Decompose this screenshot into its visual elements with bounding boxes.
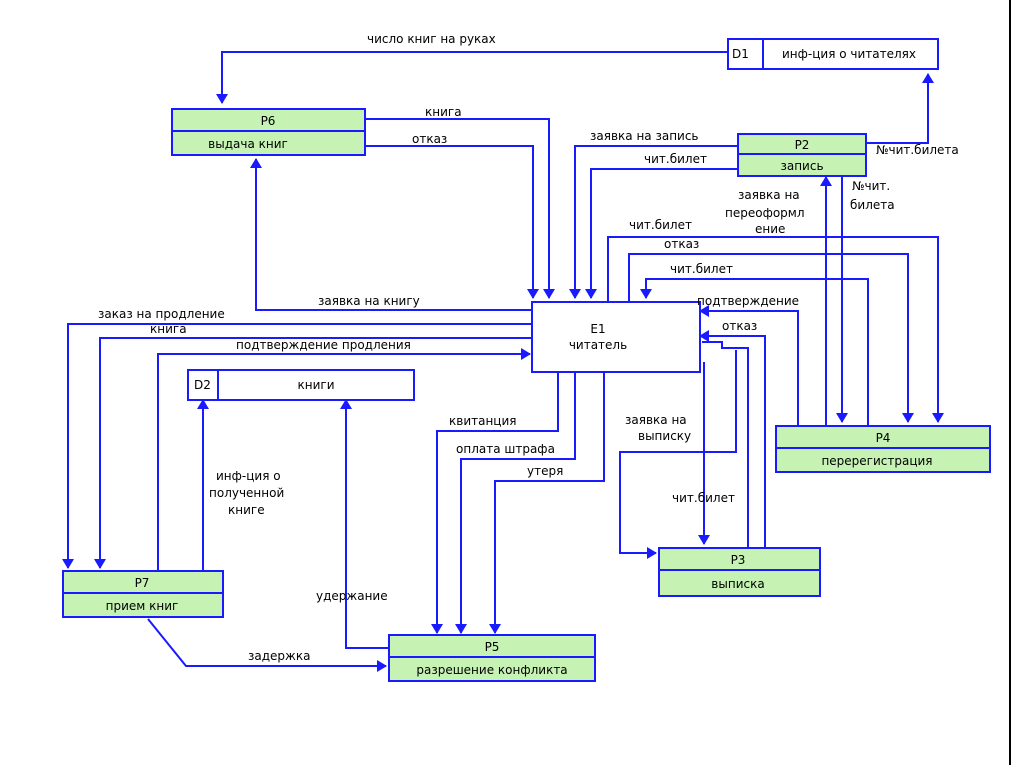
label-nchit-bileta-p4-2: билета (850, 198, 895, 212)
process-p4-name: перерегистрация (821, 454, 932, 468)
label-chit-bilet-p4a: чит.билет (629, 218, 692, 232)
flow-podtverzhdenie (699, 305, 799, 425)
label-otkaz-p4: отказ (664, 237, 699, 251)
label-chit-bilet-p3: чит.билет (672, 491, 735, 505)
flow-zayavka-na-zapis (569, 145, 738, 299)
label-zayavka-na-zapis: заявка на запись (590, 129, 699, 143)
label-zayavka-na-vypisku-1: заявка на (625, 413, 687, 427)
label-uterya: утеря (527, 464, 563, 478)
process-p3[interactable]: P3 выписка (658, 547, 821, 597)
right-border (1009, 0, 1011, 765)
store-d1[interactable]: D1 инф-ция о читателях (727, 38, 939, 70)
label-nchit-bileta-d1: №чит.билета (876, 143, 959, 157)
store-d2-name: книги (298, 378, 335, 392)
entity-e1-name: читатель (569, 338, 627, 352)
label-infciya-2: полученной (209, 486, 284, 500)
flow-podtverzhdenie-prodleniya (157, 348, 531, 570)
flow-zayavka-na-knigu (250, 158, 532, 311)
flow-zayavka-na-vypisku (619, 350, 737, 559)
process-p4-id: P4 (876, 431, 891, 445)
store-d2-box (187, 369, 415, 401)
label-infciya-1: инф-ция о (216, 469, 281, 483)
label-podtverzhdenie-prodleniya: подтверждение продления (236, 338, 411, 352)
label-kniga-p7: книга (150, 322, 187, 336)
label-zaderzhka: задержка (248, 649, 310, 663)
flow-zaderzhka (147, 618, 387, 672)
flow-p3-return (702, 341, 749, 548)
process-p7[interactable]: P7 прием книг (62, 570, 224, 618)
flow-otkaz-p6 (366, 145, 539, 299)
label-zakaz-na-prodlenie: заказ на продление (98, 307, 225, 321)
label-zayavka-pereoform-2: переоформл (725, 206, 805, 220)
flow-kvitanciya (431, 372, 559, 634)
flow-kniga-p6 (366, 118, 555, 299)
label-otkaz-p3: отказ (722, 319, 757, 333)
label-chit-bilet-p4b: чит.билет (670, 262, 733, 276)
label-chislo-knig: число книг на руках (367, 32, 496, 46)
process-p6[interactable]: P6 выдача книг (171, 108, 366, 156)
label-nchit-bileta-p4-1: №чит. (852, 179, 890, 193)
process-p3-body (658, 569, 821, 597)
label-uderzhanie: удержание (316, 589, 388, 603)
store-d1-id: D1 (732, 47, 749, 61)
process-p4-body (775, 447, 991, 473)
process-p3-name: выписка (711, 577, 764, 591)
process-p7-name: прием книг (106, 599, 179, 613)
process-p6-name: выдача книг (208, 137, 288, 151)
process-p7-body (62, 592, 224, 618)
entity-e1-id: E1 (590, 322, 605, 336)
flow-otkaz-p4 (628, 253, 914, 423)
process-p2-name: запись (780, 159, 823, 173)
flow-oplata-shtrafa (455, 372, 576, 634)
process-p4[interactable]: P4 перерегистрация (775, 425, 991, 473)
process-p6-id: P6 (261, 114, 276, 128)
label-zayavka-na-vypisku-2: выписку (638, 429, 691, 443)
process-p2-id: P2 (795, 138, 810, 152)
label-podtverzhdenie: подтверждение (697, 294, 799, 308)
flow-chit-bilet-p4b (640, 278, 869, 425)
label-chit-bilet-p2: чит.билет (644, 152, 707, 166)
entity-e1[interactable]: E1 читатель (531, 301, 701, 373)
process-p2[interactable]: P2 запись (737, 133, 867, 177)
process-p7-id: P7 (135, 576, 150, 590)
process-p3-id: P3 (731, 553, 746, 567)
flow-chit-bilet-p2 (585, 168, 738, 299)
process-p2-body (737, 153, 867, 177)
label-kniga-p6: книга (425, 105, 462, 119)
process-p5-body (388, 656, 596, 682)
flow-chislo-knig (216, 51, 728, 104)
process-p5[interactable]: P5 разрешение конфликта (388, 634, 596, 682)
flow-chit-bilet-p4a (607, 236, 944, 423)
flow-zakaz-na-prodlenie (62, 323, 532, 569)
store-d2-id: D2 (194, 378, 211, 392)
process-p5-name: разрешение конфликта (416, 663, 567, 677)
label-otkaz-p6: отказ (412, 132, 447, 146)
label-zayavka-pereoform-1: заявка на (738, 188, 800, 202)
process-p6-body (171, 130, 366, 156)
label-oplata-shtrafa: оплата штрафа (456, 442, 555, 456)
entity-e1-box (531, 301, 701, 373)
flow-uterya (489, 372, 605, 634)
label-infciya-3: книге (228, 503, 265, 517)
flow-kniga-p7 (94, 337, 532, 569)
store-d2[interactable]: D2 книги (187, 369, 415, 401)
label-zayavka-na-knigu: заявка на книгу (318, 294, 420, 308)
flow-otkaz-p3 (699, 330, 766, 548)
flow-nchit-bileta-d1 (866, 73, 934, 144)
label-zayavka-pereoform-3: ение (755, 222, 785, 236)
label-kvitanciya: квитанция (449, 414, 517, 428)
store-d1-name: инф-ция о читателях (782, 47, 916, 61)
process-p5-id: P5 (485, 640, 500, 654)
flow-uderzhanie (340, 399, 390, 649)
